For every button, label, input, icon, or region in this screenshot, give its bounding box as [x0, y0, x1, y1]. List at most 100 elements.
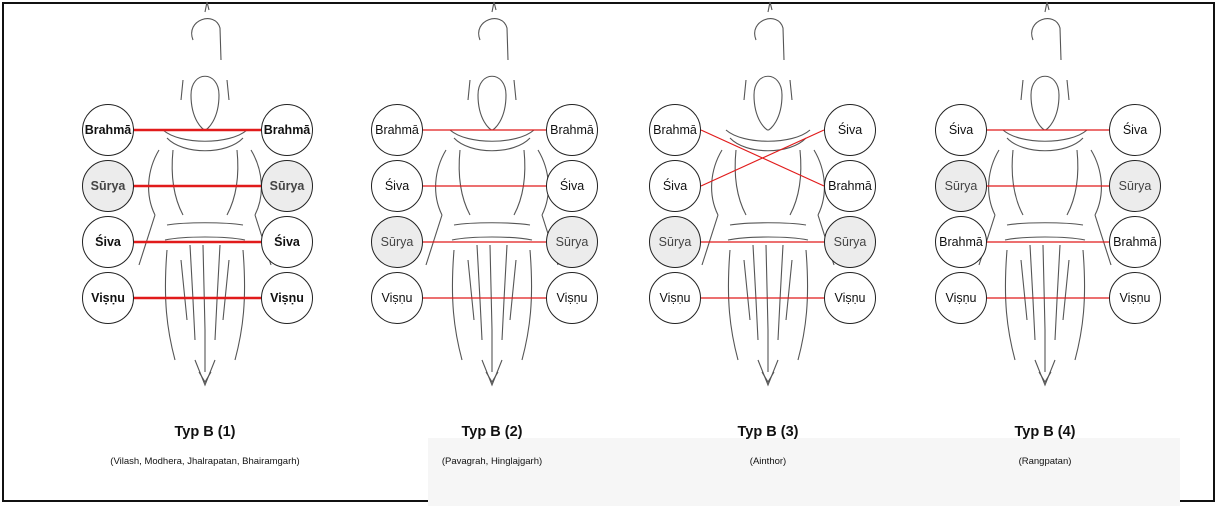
- figure-sketch-stroke: [165, 237, 245, 240]
- figure-sketch-stroke: [1021, 260, 1027, 320]
- left-circle-4: Viṣṇu: [935, 272, 987, 324]
- left-circle-4: Viṣṇu: [649, 272, 701, 324]
- left-circle-2: Śiva: [371, 160, 423, 212]
- figure-sketch-stroke: [251, 150, 261, 215]
- figure-sketch-stroke: [726, 130, 810, 141]
- figure-sketch-stroke: [1005, 250, 1015, 360]
- figure-sketch-stroke: [452, 250, 462, 360]
- figure-sketch-stroke: [167, 138, 243, 151]
- figure-sketch-stroke: [1067, 150, 1078, 215]
- left-circle-2: Śiva: [649, 160, 701, 212]
- left-circle-1: Brahmā: [371, 104, 423, 156]
- left-circle-3: Śiva: [82, 216, 134, 268]
- right-circle-4: Viṣṇu: [1109, 272, 1161, 324]
- figure-sketch-stroke: [139, 215, 155, 265]
- figure-sketch-stroke: [227, 80, 229, 100]
- figure-sketch-stroke: [1063, 260, 1069, 320]
- figure-sketch-stroke: [1007, 138, 1083, 151]
- left-circle-4: Viṣṇu: [371, 272, 423, 324]
- figure-sketch-stroke: [468, 260, 474, 320]
- figure-sketch-stroke: [778, 245, 783, 340]
- figure-sketch-stroke: [454, 223, 530, 225]
- panel-title: Typ B (1): [55, 424, 355, 440]
- figure-sketch-stroke: [215, 245, 220, 340]
- figure-sketch-stroke: [755, 19, 784, 60]
- figure-sketch-stroke: [191, 76, 219, 130]
- figure-sketch-stroke: [766, 245, 768, 372]
- figure-sketch-stroke: [735, 150, 746, 215]
- figure-sketch-stroke: [728, 237, 808, 240]
- figure-sketch-stroke: [1005, 237, 1085, 240]
- panel-typ-b-2: Brahmā Śiva Sūrya Viṣṇu Brahmā Śiva Sūry…: [342, 0, 642, 505]
- panel-sites: (Vilash, Modhera, Jhalrapatan, Bhairamga…: [55, 456, 355, 467]
- figure-sketch-stroke: [1067, 80, 1069, 100]
- panel-title: Typ B (3): [618, 424, 918, 440]
- figure-sketch-stroke: [1032, 19, 1061, 60]
- figure-sketch-stroke: [468, 80, 470, 100]
- right-circle-4: Viṣṇu: [261, 272, 313, 324]
- figure-sketch-stroke: [730, 223, 806, 225]
- figure-sketch-stroke: [479, 19, 508, 60]
- left-circle-2: Sūrya: [935, 160, 987, 212]
- right-circle-1: Śiva: [1109, 104, 1161, 156]
- left-circle-1: Brahmā: [649, 104, 701, 156]
- figure-sketch-stroke: [450, 130, 534, 141]
- figure-sketch-stroke: [459, 150, 470, 215]
- left-circle-2: Sūrya: [82, 160, 134, 212]
- figure-sketch-stroke: [1075, 250, 1085, 360]
- figure-sketch-stroke: [452, 237, 532, 240]
- left-circle-3: Sūrya: [371, 216, 423, 268]
- figure-sketch-stroke: [510, 260, 516, 320]
- panel-sites: (Ainthor): [618, 456, 918, 467]
- left-circle-3: Brahmā: [935, 216, 987, 268]
- figure-sketch-stroke: [502, 245, 507, 340]
- figure-sketch-stroke: [203, 245, 205, 372]
- figure-sketch-stroke: [1030, 245, 1035, 340]
- figure-sketch-stroke: [477, 245, 482, 340]
- panel-title: Typ B (2): [342, 424, 642, 440]
- figure-sketch-stroke: [426, 215, 442, 265]
- right-circle-1: Brahmā: [546, 104, 598, 156]
- figure-sketch-stroke: [754, 76, 782, 130]
- panel-title: Typ B (4): [895, 424, 1195, 440]
- figure-sketch-stroke: [786, 260, 792, 320]
- figure-sketch-stroke: [744, 80, 746, 100]
- figure-sketch-stroke: [1043, 245, 1045, 372]
- figure-sketch-stroke: [192, 19, 221, 60]
- panel-sites: (Pavagrah, Hinglajgarh): [342, 456, 642, 467]
- right-circle-2: Sūrya: [261, 160, 313, 212]
- right-circle-3: Sūrya: [824, 216, 876, 268]
- left-circle-1: Brahmā: [82, 104, 134, 156]
- left-circle-3: Sūrya: [649, 216, 701, 268]
- figure-sketch-stroke: [753, 245, 758, 340]
- left-circle-4: Viṣṇu: [82, 272, 134, 324]
- figure-sketch-stroke: [712, 150, 722, 215]
- figure-sketch-stroke: [181, 80, 183, 100]
- figure-sketch-stroke: [223, 260, 229, 320]
- figure-sketch-stroke: [1055, 245, 1060, 340]
- right-circle-4: Viṣṇu: [824, 272, 876, 324]
- figure-sketch-stroke: [490, 245, 492, 372]
- right-circle-3: Sūrya: [546, 216, 598, 268]
- figure-sketch-stroke: [790, 80, 792, 100]
- figure-sketch-stroke: [790, 150, 801, 215]
- right-circle-1: Śiva: [824, 104, 876, 156]
- right-circle-2: Sūrya: [1109, 160, 1161, 212]
- right-circle-3: Śiva: [261, 216, 313, 268]
- figure-sketch-stroke: [768, 2, 772, 12]
- figure-sketch-stroke: [728, 250, 738, 360]
- panel-typ-b-4: Śiva Sūrya Brahmā Viṣṇu Śiva Sūrya Brahm…: [895, 0, 1195, 505]
- panel-typ-b-3: Brahmā Śiva Sūrya Viṣṇu Śiva Brahmā Sūry…: [618, 0, 918, 505]
- figure-sketch-stroke: [1021, 80, 1023, 100]
- right-circle-2: Brahmā: [824, 160, 876, 212]
- right-circle-4: Viṣṇu: [546, 272, 598, 324]
- right-circle-1: Brahmā: [261, 104, 313, 156]
- figure-sketch-stroke: [163, 130, 247, 141]
- figure-sketch-stroke: [492, 2, 496, 12]
- figure-sketch-stroke: [172, 150, 183, 215]
- figure-sketch-stroke: [190, 245, 195, 340]
- panel-sites: (Rangpatan): [895, 456, 1195, 467]
- figure-sketch-stroke: [1091, 150, 1101, 215]
- figure-sketch-stroke: [165, 250, 175, 360]
- figure-sketch-stroke: [436, 150, 446, 215]
